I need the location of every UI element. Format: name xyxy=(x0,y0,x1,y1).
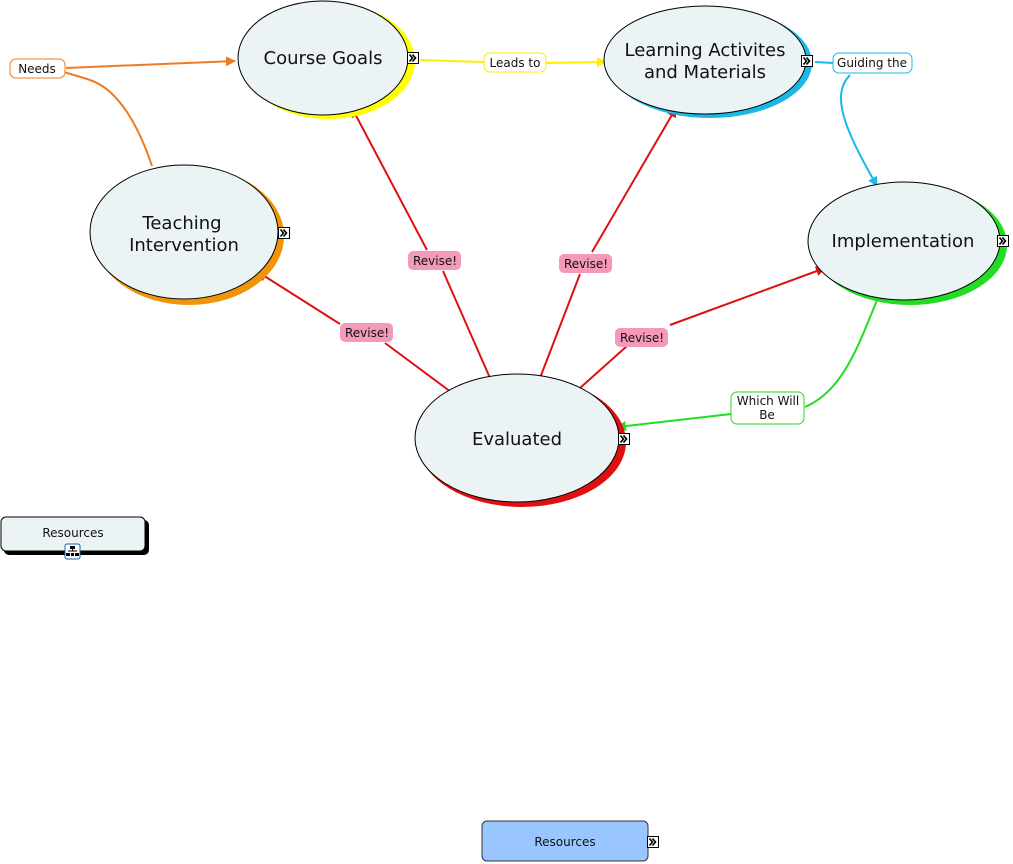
connector-revise-learning xyxy=(591,107,677,253)
link-revise-implementation[interactable]: Revise! xyxy=(615,328,668,347)
expand-icon[interactable] xyxy=(801,55,813,67)
teaching-label-line2: Intervention xyxy=(129,235,239,256)
which-will-label-line1: Which Will xyxy=(737,394,799,408)
connector-course-goals-leads-to xyxy=(419,59,485,63)
evaluated-label: Evaluated xyxy=(472,429,562,450)
hierarchy-icon[interactable] xyxy=(64,543,81,560)
expand-icon[interactable] xyxy=(647,836,659,848)
resources-box-1[interactable]: Resources xyxy=(0,516,149,560)
connector-implementation-which-will xyxy=(804,297,879,408)
expand-icon[interactable] xyxy=(407,52,419,64)
link-revise-learning[interactable]: Revise! xyxy=(559,254,612,273)
link-guiding-the[interactable]: Guiding the xyxy=(832,52,913,74)
connector-revise-implementation xyxy=(669,266,826,326)
link-needs[interactable]: Needs xyxy=(9,58,66,79)
teaching-label-line1: Teaching xyxy=(141,213,221,234)
link-revise-teaching[interactable]: Revise! xyxy=(340,323,393,342)
course-goals-label: Course Goals xyxy=(264,48,383,69)
connector-revise-teaching xyxy=(257,271,341,325)
connector-leads-to-learning xyxy=(545,57,607,68)
link-revise-course-goals[interactable]: Revise! xyxy=(408,251,461,270)
connector-guiding-implementation xyxy=(840,74,878,187)
connector-evaluated-revise-1 xyxy=(384,342,452,393)
connector-evaluated-revise-3 xyxy=(539,273,581,379)
expand-icon[interactable] xyxy=(618,433,630,445)
connector-which-will-evaluated xyxy=(616,413,732,431)
which-will-label-line2: Be xyxy=(759,408,775,422)
concept-course-goals[interactable]: Course Goals xyxy=(237,0,419,119)
connector-revise-course-goals xyxy=(351,107,428,251)
connector-needs-course-goals xyxy=(65,56,236,69)
expand-icon[interactable] xyxy=(997,235,1009,247)
leads-to-label: Leads to xyxy=(490,56,541,70)
resources-box-2[interactable]: Resources xyxy=(481,820,659,862)
revise-label: Revise! xyxy=(345,326,389,340)
revise-label: Revise! xyxy=(413,254,457,268)
connector-learning-guiding xyxy=(814,61,834,64)
concept-implementation[interactable]: Implementation xyxy=(807,181,1009,305)
connector-evaluated-revise-4 xyxy=(579,345,628,389)
needs-label: Needs xyxy=(18,62,56,76)
concept-teaching-intervention[interactable]: Teaching Intervention xyxy=(89,164,290,305)
link-leads-to[interactable]: Leads to xyxy=(483,52,547,73)
guiding-the-label: Guiding the xyxy=(837,56,907,70)
resources-label-2: Resources xyxy=(534,835,595,849)
learning-label-line1: Learning Activites xyxy=(625,40,786,61)
connector-teaching-needs xyxy=(63,71,153,167)
revise-label: Revise! xyxy=(620,331,664,345)
revise-label: Revise! xyxy=(564,257,608,271)
learning-label-line2: and Materials xyxy=(644,62,766,83)
concept-evaluated[interactable]: Evaluated xyxy=(414,373,630,507)
resources-label-1: Resources xyxy=(42,526,103,540)
expand-icon[interactable] xyxy=(278,227,290,239)
link-which-will-be[interactable]: Which Will Be xyxy=(730,391,805,425)
implementation-label: Implementation xyxy=(832,231,975,252)
concept-learning-activities[interactable]: Learning Activites and Materials xyxy=(603,5,813,118)
connector-evaluated-revise-2 xyxy=(442,270,491,379)
